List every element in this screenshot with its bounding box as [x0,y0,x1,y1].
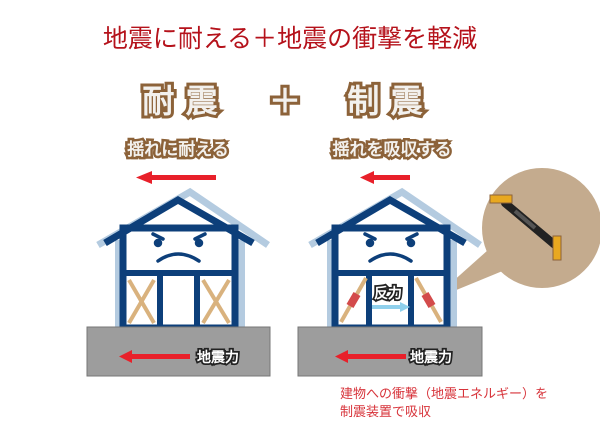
heading-plus: ＋ [269,82,301,120]
left-ground-slab: 地震力 [86,326,271,377]
page-title: 地震に耐える＋地震の衝撃を軽減 [103,24,477,53]
left-house [96,187,270,332]
reaction-arrow [372,302,410,312]
right-house: 反力 [308,187,482,332]
reaction-label: 反力 [374,285,402,302]
right-ground-slab: 地震力 [297,326,483,377]
damper-callout [432,168,600,300]
left-subtitle: 揺れに耐える [127,139,229,160]
right-ground-label: 地震力 [410,349,452,366]
angry-face-icon [363,232,419,263]
cross-brace [127,278,231,325]
left-ground-label: 地震力 [197,349,239,366]
damper-closeup-icon [489,194,562,261]
right-subtitle: 揺れを吸収する [333,140,452,160]
left-shake-arrow [136,171,216,184]
caption-line-2: 制震装置で吸収 [340,405,431,420]
damper-brace [339,277,443,323]
angry-face-icon [151,232,207,263]
heading-taishin: 耐 震 [142,82,218,120]
heading-seishin: 制 震 [347,82,423,120]
caption-line-1: 建物への衝撃（地震エネルギー）を [340,386,548,402]
right-shake-arrow [360,171,410,184]
